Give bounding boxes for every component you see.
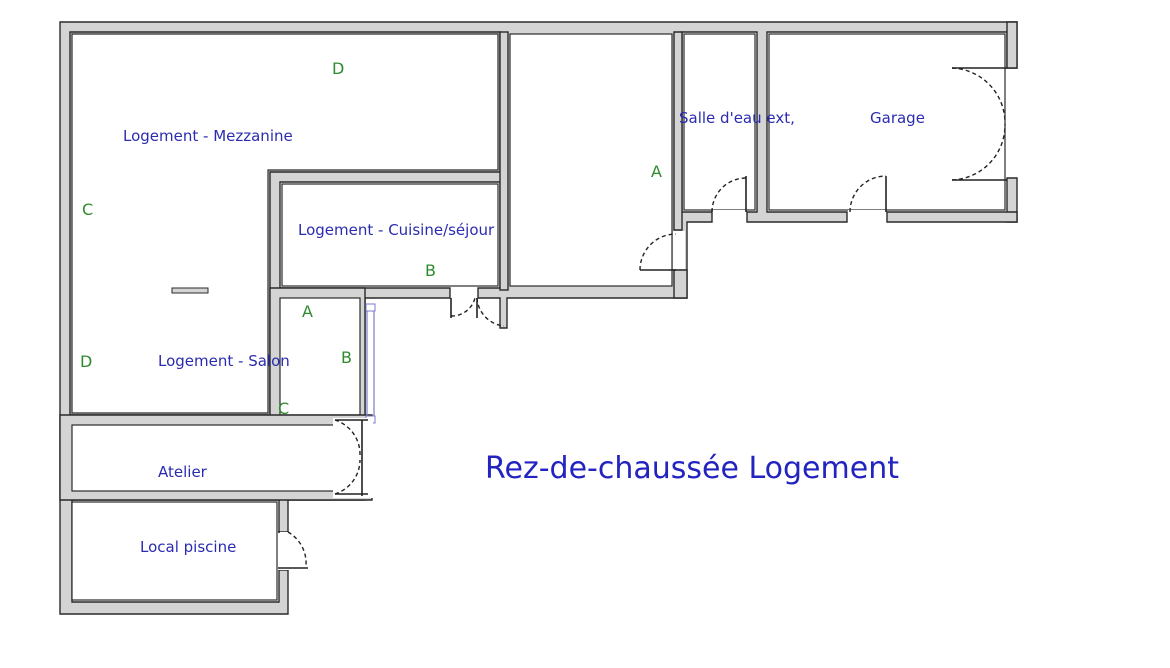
- a-room-interior: [509, 33, 673, 287]
- room-interiors: [71, 33, 1006, 601]
- wall-letter-c-salon: C: [278, 399, 289, 418]
- a-room-bottom-right: [673, 269, 688, 299]
- wall-letter-d-left: D: [80, 352, 92, 371]
- salle-eau-interior: [683, 33, 756, 211]
- wall-letter-a-salon: A: [302, 302, 313, 321]
- room-label-atelier: Atelier: [158, 463, 208, 481]
- partition-a-room: [499, 31, 509, 291]
- wall-letter-c-left: C: [82, 200, 93, 219]
- wall-letter-b-cuisine: B: [425, 261, 436, 280]
- room-label-cuisine: Logement - Cuisine/séjour: [298, 221, 495, 239]
- room-label-garage: Garage: [870, 109, 925, 127]
- wall-letters: D C D B A A B C: [80, 59, 662, 418]
- room-label-mezzanine: Logement - Mezzanine: [123, 127, 293, 145]
- mezzanine-fixture: [171, 287, 209, 294]
- piscine-interior: [71, 501, 278, 601]
- wall-letter-a-corridor: A: [651, 162, 662, 181]
- garage-bottom-wall: [886, 211, 1018, 223]
- a-room-right-wall: [673, 31, 683, 231]
- room-label-salon: Logement - Salon: [158, 352, 290, 370]
- plan-title: Rez-de-chaussée Logement: [485, 451, 899, 486]
- cuisine-interior: [281, 183, 499, 287]
- garage-right-upper: [1006, 21, 1018, 69]
- sliding-panel: [365, 303, 376, 424]
- wall-letter-d-top: D: [332, 59, 344, 78]
- wall-letter-b-salon: B: [341, 348, 352, 367]
- room-label-piscine: Local piscine: [140, 538, 236, 556]
- room-labels: Logement - Mezzanine Logement - Cuisine/…: [123, 109, 925, 556]
- mezzanine-interior: [71, 33, 499, 414]
- room-label-salle-eau: Salle d'eau ext,: [679, 109, 795, 127]
- doors: [278, 67, 1019, 570]
